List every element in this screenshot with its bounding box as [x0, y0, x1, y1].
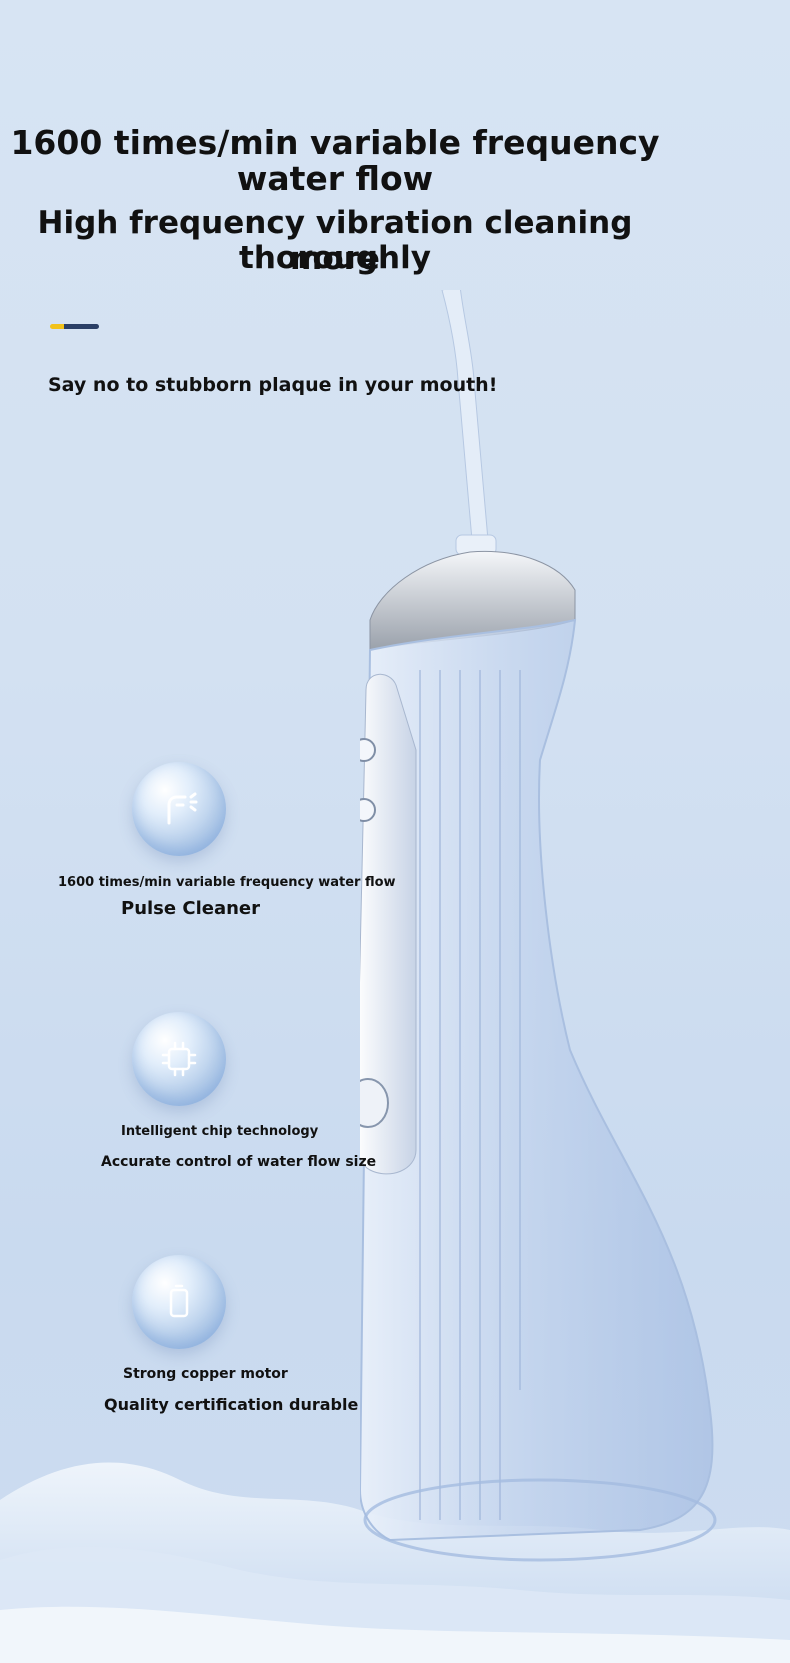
- feature-1-line-2: Pulse Cleaner: [121, 898, 260, 919]
- feature-2-line-2: Accurate control of water flow size: [101, 1154, 377, 1170]
- feature-3-line-1: Strong copper motor: [123, 1366, 288, 1382]
- subtitle: Say no to stubborn plaque in your mouth!: [48, 374, 498, 396]
- headline-line-3: High frequency vibration cleaning more: [37, 205, 633, 277]
- headline-line-2: water flow: [236, 159, 434, 198]
- feature-bubble-chip: [132, 1012, 226, 1106]
- foam-base-decoration: [0, 1462, 790, 1663]
- headline-line-4: thoroughly: [239, 240, 431, 276]
- battery-motor-icon: [169, 1284, 189, 1318]
- chip-icon: [161, 1041, 197, 1077]
- feature-2-line-1: Intelligent chip technology: [121, 1124, 319, 1139]
- water-flow-icon: [167, 792, 198, 825]
- accent-navy-segment: [64, 324, 99, 329]
- feature-1-line-1: 1600 times/min variable frequency water …: [58, 875, 396, 890]
- feature-bubble-water-flow: [132, 762, 226, 856]
- feature-bubble-motor: [132, 1255, 226, 1349]
- feature-3-line-2: Quality certification durable: [104, 1395, 359, 1414]
- headline-line-1: 1600 times/min variable frequency: [10, 123, 660, 162]
- accent-yellow-segment: [50, 324, 66, 329]
- water-flosser-device: [360, 290, 717, 1562]
